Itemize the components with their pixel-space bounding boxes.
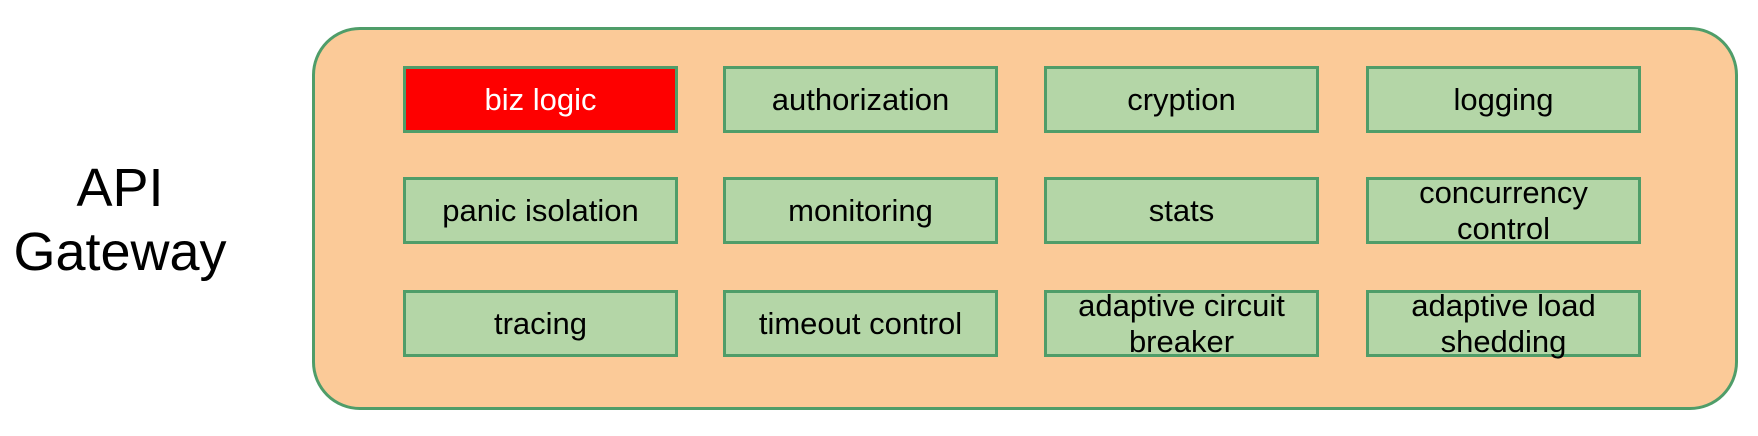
- module-panic-isolation: panic isolation: [403, 177, 678, 244]
- module-authorization: authorization: [723, 66, 998, 133]
- module-label: monitoring: [788, 192, 933, 228]
- module-tracing: tracing: [403, 290, 678, 357]
- api-gateway-label: API Gateway: [13, 158, 227, 282]
- module-label: adaptive load shedding: [1411, 287, 1596, 359]
- module-logging: logging: [1366, 66, 1641, 133]
- module-biz-logic: biz logic: [403, 66, 678, 133]
- module-label: stats: [1148, 192, 1215, 228]
- module-adaptive-load-shedding: adaptive load shedding: [1366, 287, 1641, 359]
- module-label: adaptive circuit breaker: [1078, 287, 1285, 359]
- api-gateway-container: biz logic authorization cryption logging…: [312, 27, 1738, 410]
- module-monitoring: monitoring: [723, 177, 998, 244]
- module-label: panic isolation: [442, 192, 639, 228]
- module-label: biz logic: [484, 81, 597, 117]
- module-adaptive-circuit-breaker: adaptive circuit breaker: [1044, 287, 1319, 359]
- module-label: concurrency control: [1419, 174, 1588, 246]
- module-label: tracing: [493, 305, 588, 341]
- module-concurrency-control: concurrency control: [1366, 174, 1641, 246]
- module-label: cryption: [1127, 81, 1236, 117]
- module-cryption: cryption: [1044, 66, 1319, 133]
- module-label: authorization: [771, 81, 950, 117]
- module-label: logging: [1453, 81, 1554, 117]
- module-stats: stats: [1044, 177, 1319, 244]
- module-timeout-control: timeout control: [723, 290, 998, 357]
- module-label: timeout control: [758, 305, 963, 341]
